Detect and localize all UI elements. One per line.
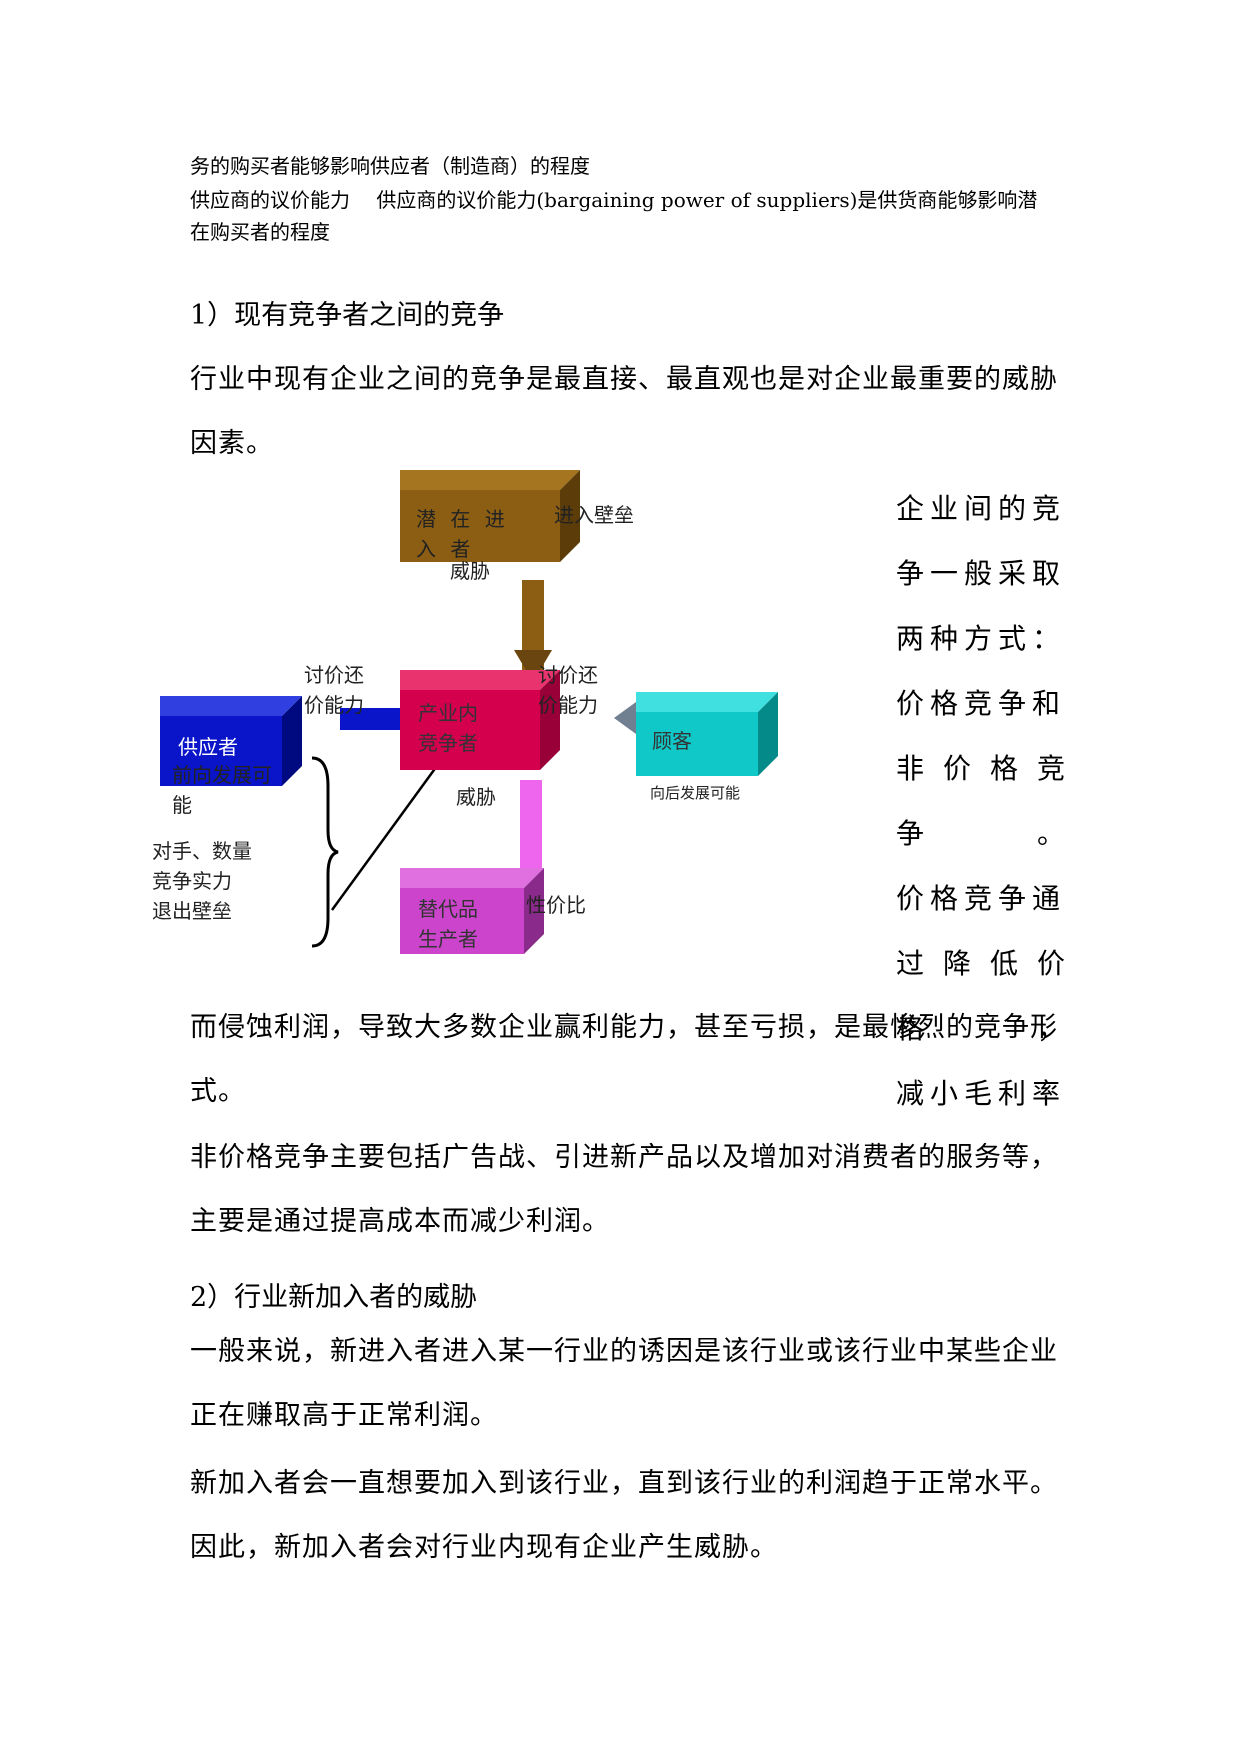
- intro-line-1: 务的购买者能够影响供应者（制造商）的程度: [190, 154, 590, 178]
- sidebar-line: 企业间的竞: [896, 492, 1067, 525]
- arrow-rivals-to-center: [330, 747, 452, 911]
- label-box-right: 顾客: [652, 729, 692, 753]
- label-bargain-left: 讨价还价能力: [304, 663, 364, 717]
- sidebar-line: 价格竞争通: [896, 882, 1067, 915]
- sidebar-line: 减小毛利率: [896, 1077, 1067, 1110]
- label-threat-top: 威胁: [450, 559, 490, 583]
- section-1-paragraph-3: 非价格竞争主要包括广告战、引进新产品以及增加对消费者的服务等，主要是通过提高成本…: [190, 1142, 1058, 1237]
- sidebar-line: 争一般采取: [896, 557, 1067, 590]
- box-suppliers: [160, 696, 302, 786]
- intro-line-2: 供应商的议价能力 供应商的议价能力(bargaining power of su…: [190, 188, 1038, 212]
- label-rivals-1: 对手、数量: [152, 839, 252, 863]
- box-potential-entrants: [400, 470, 580, 562]
- section-1-heading: 1）现有竞争者之间的竞争: [190, 300, 505, 331]
- sidebar-line: 非价格竞争。: [896, 752, 1066, 850]
- box-industry-competitors: [400, 670, 560, 770]
- label-box-left: 供应者: [178, 735, 238, 759]
- five-forces-diagram: 潜 在 进 入 者 产业内竞争者 供应者 顾客 替代品生产者 进入壁垒 威胁 讨…: [152, 470, 880, 970]
- label-threat-bottom: 威胁: [456, 785, 496, 809]
- label-box-center: 产业内竞争者: [418, 701, 478, 755]
- sidebar-line: 价格竞争和: [896, 687, 1067, 720]
- label-entry-barrier: 进入壁垒: [554, 503, 634, 527]
- label-price-ratio: 性价比: [526, 893, 586, 917]
- label-box-bottom: 替代品生产者: [418, 897, 478, 951]
- section-2-paragraph-2: 新加入者会一直想要加入到该行业，直到该行业的利润趋于正常水平。因此，新加入者会对…: [190, 1468, 1058, 1563]
- box-customers: [636, 692, 778, 776]
- section-2-paragraph-1: 一般来说，新进入者进入某一行业的诱因是该行业或该行业中某些企业正在赚取高于正常利…: [190, 1336, 1058, 1431]
- sidebar-line: 两种方式：: [896, 622, 1067, 655]
- section-1-paragraph-2: 而侵蚀利润，导致大多数企业赢利能力，甚至亏损，是最惨烈的竞争形式。: [190, 1012, 1058, 1107]
- box-substitutes: [400, 868, 544, 954]
- label-forward: 前向发展可能: [172, 763, 272, 817]
- arrow-top-to-center: [514, 580, 552, 682]
- label-rivals-2: 竞争实力: [152, 869, 232, 893]
- label-rivals-3: 退出壁垒: [152, 899, 232, 923]
- section-1-paragraph-1: 行业中现有企业之间的竞争是最直接、最直观也是对企业最重要的威胁因素。: [190, 364, 1058, 459]
- label-bargain-right: 讨价还价能力: [538, 663, 598, 717]
- sidebar-line: 过降低价格，: [896, 947, 1066, 1045]
- section-2-heading: 2）行业新加入者的威胁: [190, 1282, 478, 1313]
- intro-line-3: 在购买者的程度: [190, 220, 330, 244]
- label-backward: 向后发展可能: [650, 784, 741, 802]
- rivals-bracket: [311, 756, 339, 948]
- label-box-top: 潜 在 进 入 者: [416, 507, 509, 561]
- arrow-bottom-to-center: [520, 780, 542, 870]
- sidebar-text: 企业间的竞 争一般采取 两种方式： 价格竞争和 非价格竞争。 价格竞争通 过降低…: [896, 476, 1066, 1126]
